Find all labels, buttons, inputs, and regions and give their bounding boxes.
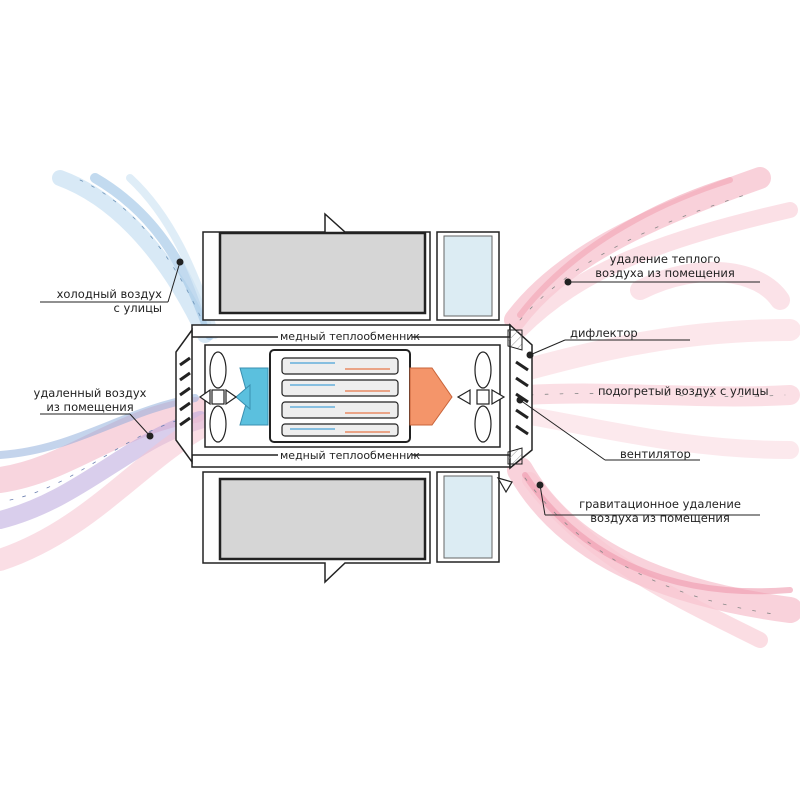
left-fan bbox=[198, 351, 238, 443]
label-cold-air: холодный воздух с улицы bbox=[40, 287, 162, 315]
label-gravity-line1: гравитационное удаление bbox=[579, 497, 741, 511]
label-warm-exhaust: удаление теплого воздуха из помещения bbox=[575, 252, 755, 280]
warm-exhaust-stream bbox=[504, 167, 798, 338]
label-fan: вентилятор bbox=[620, 447, 691, 461]
leader-lines bbox=[40, 258, 760, 516]
label-gravity-line2: воздуха из помещения bbox=[590, 511, 730, 525]
label-exhaust-air: удаленный воздух из помещения bbox=[20, 386, 160, 414]
label-exhaust-air-line1: удаленный воздух bbox=[33, 386, 147, 400]
label-fan-text: вентилятор bbox=[620, 447, 691, 461]
label-gravity-exhaust: гравитационное удаление воздуха из помещ… bbox=[560, 497, 760, 525]
exhaust-air-stream-left bbox=[0, 394, 216, 571]
label-deflector: дифлектор bbox=[570, 326, 638, 340]
label-warm-exhaust-line2: воздуха из помещения bbox=[595, 266, 735, 280]
label-heated-supply: подогретый воздух с улицы bbox=[598, 384, 769, 398]
label-copper-exchanger-bottom: медный теплообменник bbox=[278, 449, 421, 463]
heated-supply-stream bbox=[514, 319, 800, 459]
cold-air-arrow bbox=[235, 383, 251, 411]
gravity-exhaust-stream bbox=[507, 457, 800, 648]
label-exhaust-air-line2: из помещения bbox=[46, 400, 134, 414]
deflector bbox=[496, 323, 533, 494]
label-deflector-text: дифлектор bbox=[570, 326, 638, 340]
label-copper-exchanger-top: медный теплообменник bbox=[278, 330, 421, 344]
warm-air-chamber bbox=[409, 367, 453, 426]
label-cold-air-line2: с улицы bbox=[113, 301, 162, 315]
label-copper-top-text: медный теплообменник bbox=[280, 330, 421, 343]
exchanger-flow-arrows bbox=[290, 362, 390, 433]
label-warm-exhaust-line1: удаление теплого bbox=[609, 252, 721, 266]
right-fan bbox=[456, 351, 506, 443]
left-grille bbox=[175, 327, 193, 465]
wall bbox=[202, 212, 500, 584]
label-cold-air-line1: холодный воздух bbox=[56, 287, 162, 301]
label-copper-bottom-text: медный теплообменник bbox=[280, 449, 421, 462]
label-heated-supply-text: подогретый воздух с улицы bbox=[598, 384, 769, 398]
